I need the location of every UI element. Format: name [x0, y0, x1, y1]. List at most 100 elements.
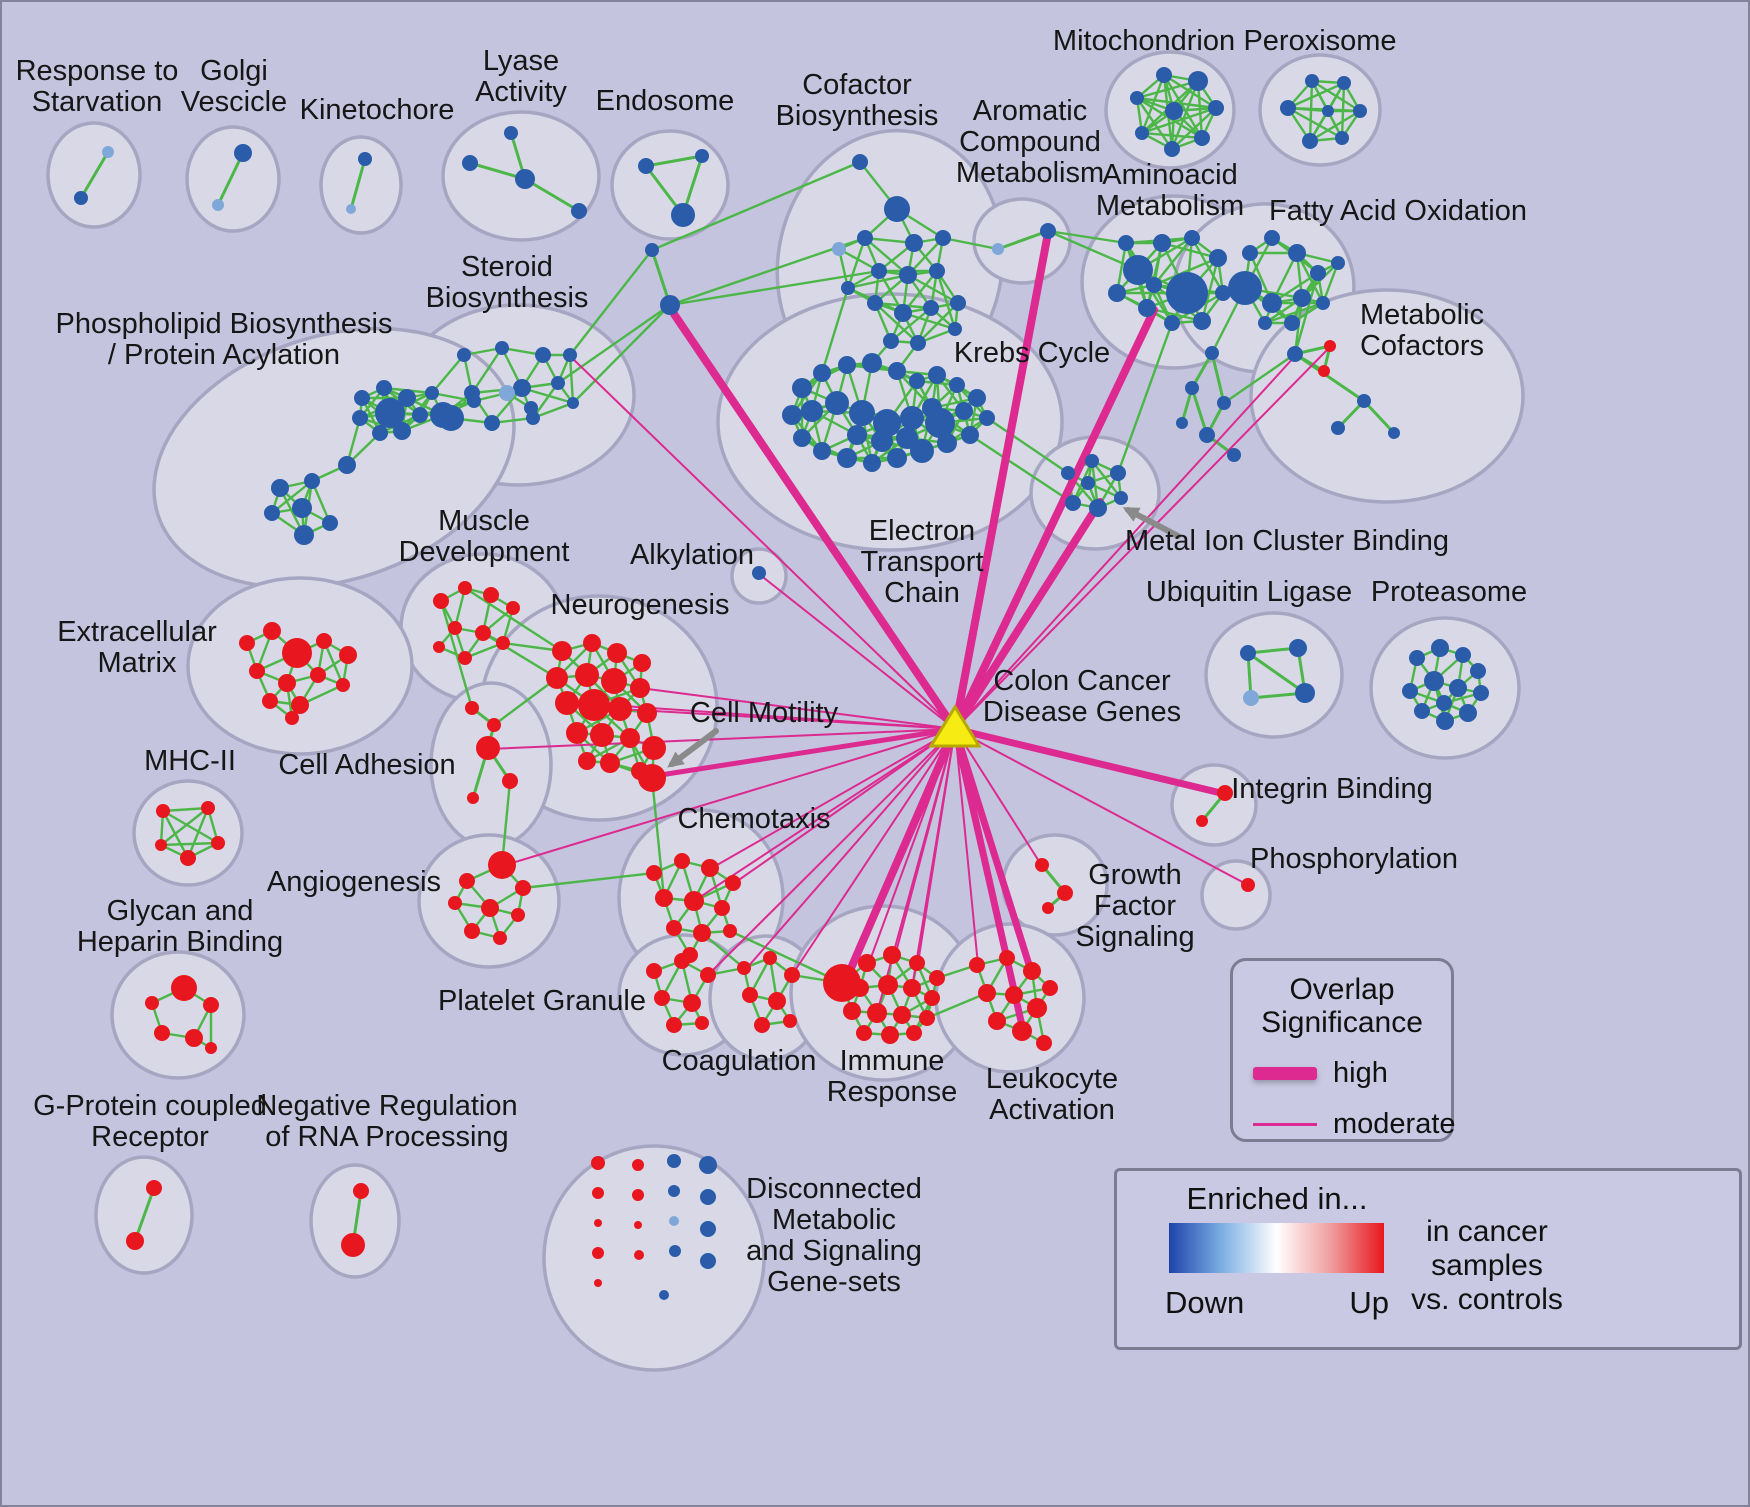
gene-set-node[interactable]: [1085, 454, 1099, 468]
gene-set-node[interactable]: [867, 1003, 887, 1023]
gene-set-node[interactable]: [249, 663, 265, 679]
gene-set-node[interactable]: [502, 773, 518, 789]
gene-set-node[interactable]: [832, 242, 846, 256]
gene-set-node[interactable]: [341, 1233, 365, 1257]
gene-set-node[interactable]: [1036, 1035, 1052, 1051]
gene-set-node[interactable]: [700, 1189, 716, 1205]
gene-set-node[interactable]: [346, 204, 356, 214]
gene-set-node[interactable]: [700, 1221, 716, 1237]
gene-set-node[interactable]: [968, 389, 986, 407]
gene-set-node[interactable]: [883, 333, 899, 349]
gene-set-node[interactable]: [1318, 365, 1330, 377]
gene-set-node[interactable]: [700, 967, 716, 983]
gene-set-node[interactable]: [637, 703, 657, 723]
gene-set-node[interactable]: [372, 425, 388, 441]
gene-set-node[interactable]: [552, 641, 572, 661]
gene-set-node[interactable]: [1424, 671, 1444, 691]
gene-set-node[interactable]: [784, 967, 800, 983]
gene-set-node[interactable]: [909, 955, 925, 971]
gene-set-node[interactable]: [1035, 858, 1049, 872]
gene-set-node[interactable]: [1135, 126, 1149, 140]
gene-set-node[interactable]: [201, 801, 215, 815]
gene-set-node[interactable]: [674, 853, 690, 869]
gene-set-node[interactable]: [481, 899, 499, 917]
gene-set-node[interactable]: [768, 992, 786, 1010]
gene-set-node[interactable]: [462, 155, 478, 171]
gene-set-node[interactable]: [458, 581, 472, 595]
gene-set-node[interactable]: [1185, 381, 1199, 395]
gene-set-node[interactable]: [896, 427, 918, 449]
gene-set-node[interactable]: [949, 377, 965, 393]
gene-set-node[interactable]: [725, 875, 741, 891]
gene-set-node[interactable]: [752, 566, 766, 580]
gene-set-node[interactable]: [1353, 104, 1367, 118]
gene-set-node[interactable]: [634, 1250, 644, 1260]
gene-set-node[interactable]: [669, 1216, 679, 1226]
gene-set-node[interactable]: [467, 394, 481, 408]
gene-set-node[interactable]: [887, 448, 907, 468]
gene-set-node[interactable]: [203, 997, 219, 1013]
gene-set-node[interactable]: [1012, 1021, 1032, 1041]
gene-set-node[interactable]: [285, 711, 299, 725]
gene-set-node[interactable]: [1337, 76, 1351, 90]
gene-set-node[interactable]: [862, 353, 882, 373]
gene-set-node[interactable]: [515, 880, 531, 896]
gene-set-node[interactable]: [1165, 102, 1183, 120]
gene-set-node[interactable]: [465, 701, 479, 715]
gene-set-node[interactable]: [873, 409, 901, 437]
gene-set-node[interactable]: [929, 970, 945, 986]
gene-set-node[interactable]: [126, 1232, 144, 1250]
gene-set-node[interactable]: [171, 975, 197, 1001]
gene-set-node[interactable]: [924, 990, 940, 1006]
gene-set-node[interactable]: [425, 386, 439, 400]
gene-set-node[interactable]: [783, 1014, 797, 1028]
gene-set-node[interactable]: [1402, 683, 1418, 699]
gene-set-node[interactable]: [754, 1017, 770, 1033]
gene-set-node[interactable]: [278, 674, 296, 692]
gene-set-node[interactable]: [354, 390, 370, 406]
gene-set-node[interactable]: [801, 400, 823, 422]
gene-set-node[interactable]: [1153, 234, 1171, 252]
gene-set-node[interactable]: [683, 994, 701, 1012]
gene-set-node[interactable]: [607, 643, 627, 663]
gene-set-node[interactable]: [782, 405, 802, 425]
gene-set-node[interactable]: [950, 295, 966, 311]
gene-set-node[interactable]: [506, 601, 520, 615]
gene-set-node[interactable]: [620, 728, 640, 748]
gene-set-node[interactable]: [102, 146, 114, 158]
gene-set-node[interactable]: [928, 366, 946, 384]
gene-set-node[interactable]: [430, 402, 456, 428]
gene-set-node[interactable]: [1184, 230, 1200, 246]
gene-set-node[interactable]: [1027, 998, 1047, 1018]
gene-set-node[interactable]: [699, 1156, 717, 1174]
gene-set-node[interactable]: [567, 397, 579, 409]
gene-set-node[interactable]: [1470, 663, 1486, 679]
gene-set-node[interactable]: [594, 1279, 602, 1287]
gene-set-node[interactable]: [856, 1025, 872, 1041]
gene-set-node[interactable]: [591, 1156, 605, 1170]
gene-set-node[interactable]: [1243, 690, 1259, 706]
gene-set-node[interactable]: [358, 152, 372, 166]
gene-set-node[interactable]: [1217, 396, 1231, 410]
gene-set-node[interactable]: [448, 896, 462, 910]
gene-set-node[interactable]: [263, 622, 281, 640]
gene-set-node[interactable]: [632, 1159, 644, 1171]
gene-set-node[interactable]: [992, 243, 1004, 255]
gene-set-node[interactable]: [871, 430, 893, 452]
gene-set-node[interactable]: [666, 920, 682, 936]
gene-set-node[interactable]: [1023, 962, 1041, 980]
gene-set-node[interactable]: [551, 376, 565, 390]
gene-set-node[interactable]: [336, 678, 350, 692]
gene-set-node[interactable]: [1288, 244, 1306, 262]
gene-set-node[interactable]: [524, 401, 538, 415]
gene-set-node[interactable]: [1209, 249, 1227, 267]
gene-set-node[interactable]: [900, 406, 924, 430]
gene-set-node[interactable]: [476, 736, 500, 760]
gene-set-node[interactable]: [792, 378, 812, 398]
gene-set-node[interactable]: [393, 422, 411, 440]
gene-set-node[interactable]: [339, 646, 357, 664]
gene-set-node[interactable]: [1473, 685, 1489, 701]
gene-set-node[interactable]: [1302, 133, 1318, 149]
gene-set-node[interactable]: [205, 1042, 217, 1054]
gene-set-node[interactable]: [74, 191, 88, 205]
